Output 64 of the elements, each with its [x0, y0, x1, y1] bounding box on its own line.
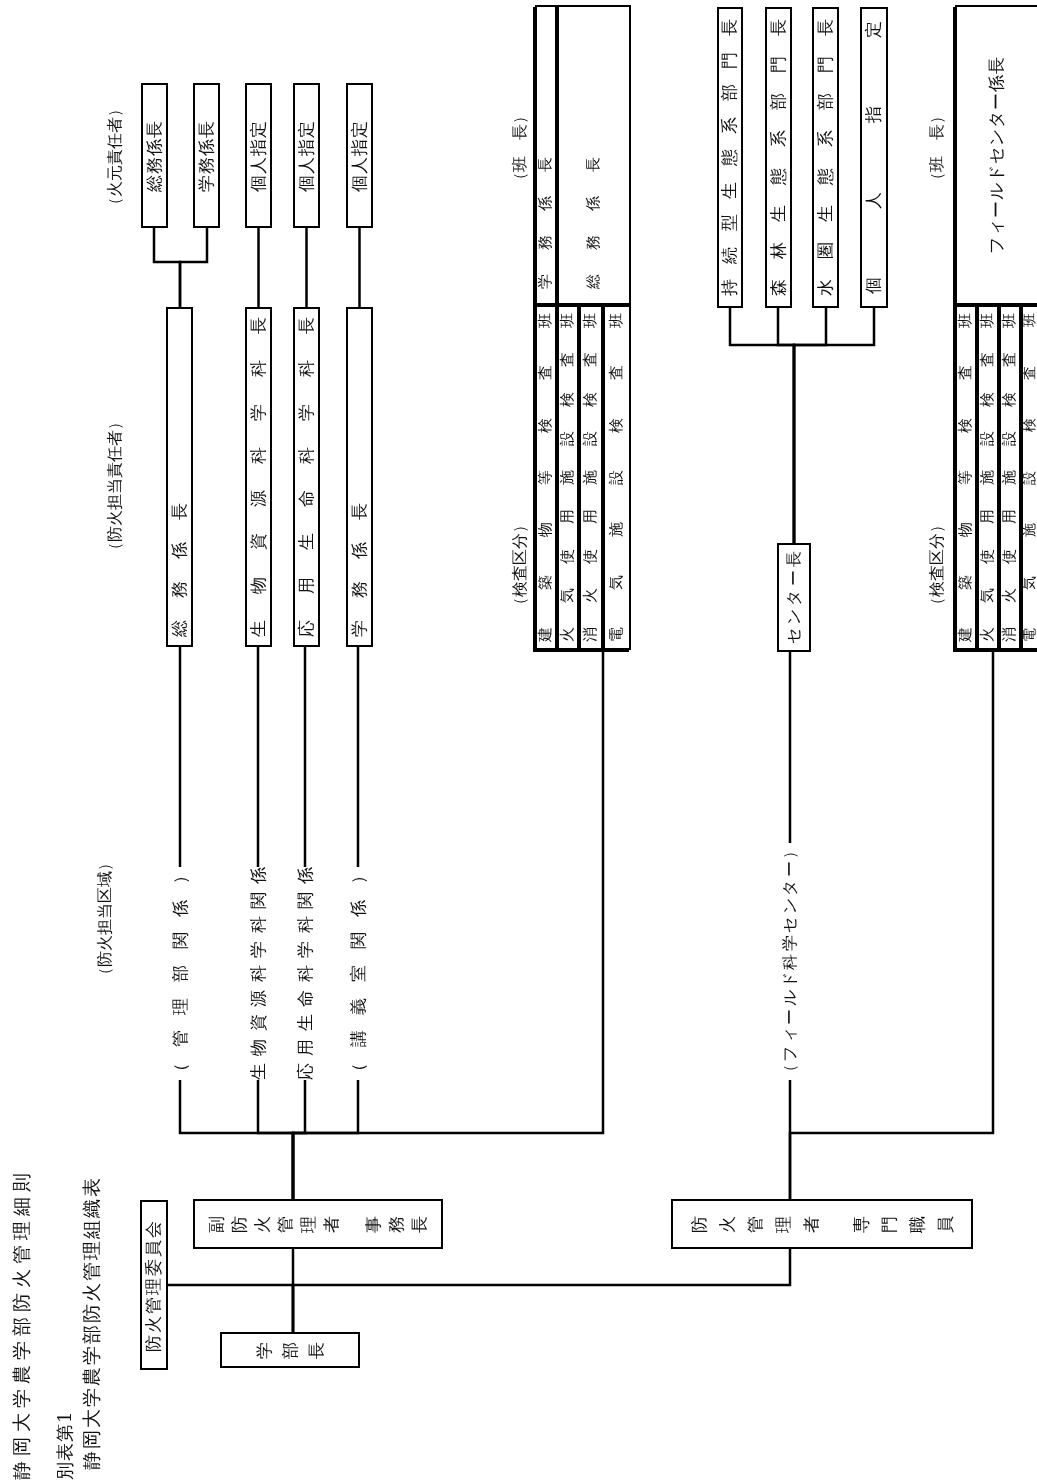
role-text: 専門職員	[850, 1215, 957, 1233]
org-box: 個人指定	[245, 83, 272, 228]
branch-label: （フィールド科学センター）	[780, 843, 800, 1080]
branch-label: （講義室関係）	[348, 867, 368, 1080]
org-box: 個人指定	[293, 83, 320, 228]
org-box: 学務係長	[193, 83, 220, 228]
org-box: 個人指定	[346, 83, 373, 228]
org-box	[193, 1199, 443, 1249]
connector-line	[178, 228, 209, 307]
subtitle: 静岡大学農学部防火管理組織表	[80, 1175, 102, 1470]
column-heading: （班 長）	[927, 118, 947, 188]
org-box: 持続型生態系部門長	[717, 7, 743, 308]
org-box: 森林生態系部門長	[765, 7, 792, 308]
column-heading: （火元責任者）	[105, 100, 125, 213]
branch-label: （管理部関係）	[170, 867, 190, 1080]
column-heading: （防火担当責任者）	[105, 413, 125, 558]
column-heading: （検査区分）	[927, 516, 947, 613]
connector-line	[291, 1249, 792, 1332]
branch-label: 応用生命科学科関係	[295, 867, 315, 1080]
role-text: 学部長	[253, 1341, 327, 1359]
connector-line	[788, 652, 995, 1199]
table-frame	[953, 7, 1037, 652]
role-text: 事務長	[361, 1215, 430, 1233]
org-box	[220, 1332, 360, 1368]
org-box: 学務係長	[346, 307, 373, 647]
table-frame	[533, 7, 629, 652]
org-box: 応用生命科学科長	[293, 307, 320, 647]
connector-line	[256, 647, 260, 867]
column-heading: （班 長）	[510, 118, 530, 188]
table-cell: 電気施設検査班	[1021, 305, 1037, 650]
subtitle: 別表第1	[55, 1409, 75, 1480]
connector-line	[291, 652, 605, 1199]
org-box: 総務係長	[141, 83, 168, 228]
org-box: 水圏生態系部門長	[812, 7, 839, 308]
table-cell: 電気施設検査班	[603, 305, 631, 650]
connector-line	[356, 647, 360, 867]
table-cell: 総務係長	[557, 5, 631, 305]
org-box: センター長	[777, 543, 811, 652]
column-heading: （検査区分）	[510, 516, 530, 613]
org-box: 防火管理委員会	[140, 1200, 168, 1370]
org-box	[671, 1199, 973, 1249]
org-box: 総務係長	[166, 307, 193, 647]
connector-line	[305, 228, 308, 307]
connector-line	[178, 647, 182, 867]
connector-line	[257, 228, 260, 307]
table-cell: 火気使用施設検査班	[977, 305, 999, 650]
role-text: 防火管理者	[687, 1215, 822, 1233]
connector-line	[303, 647, 307, 867]
org-box: 個人指定	[860, 7, 888, 308]
title: 静岡大学農学部防火管理細則	[10, 1167, 32, 1480]
table-cell: 消火使用施設検査班	[579, 305, 603, 650]
connector-line	[788, 652, 792, 843]
table-cell: フィールドセンター係長	[955, 5, 1037, 305]
table-cell: 建築物等検査班	[535, 305, 557, 650]
table-cell: 火気使用施設検査班	[557, 305, 579, 650]
connector-line	[792, 308, 876, 543]
column-heading: （防火担当区域）	[95, 854, 115, 983]
table-cell: 建築物等検査班	[955, 305, 977, 650]
branch-label: 生物資源科学科関係	[248, 867, 268, 1080]
table-cell: 消火使用施設検査班	[999, 305, 1021, 650]
table-cell: 学務係長	[535, 5, 557, 305]
org-box: 生物資源科学科長	[245, 307, 272, 647]
connector-line	[358, 228, 361, 307]
role-text: 副防火管理者	[205, 1215, 343, 1233]
